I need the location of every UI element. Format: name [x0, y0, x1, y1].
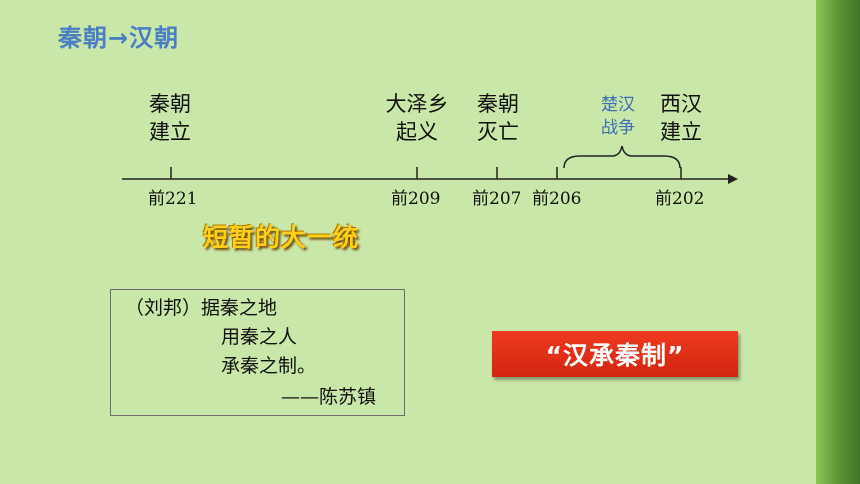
year-label: 前206 [532, 189, 582, 209]
event-line: 灭亡 [477, 120, 519, 144]
curly-brace-icon [563, 145, 681, 169]
war-line: 战争 [601, 118, 635, 138]
war-line: 楚汉 [601, 95, 635, 115]
quote-box: （刘邦）据秦之地 用秦之人 承秦之制。 ——陈苏镇 [110, 289, 405, 416]
quote-author: ——陈苏镇 [281, 386, 377, 408]
event-qin-fall: 秦朝 灭亡 [453, 90, 543, 146]
decorative-side-band [816, 0, 860, 484]
quote-line: （刘邦）据秦之地 [125, 297, 278, 319]
year-label: 前207 [472, 189, 522, 209]
short-unification-highlight: 短暂的大一统 [203, 223, 360, 252]
quote-line: 用秦之人 [221, 326, 298, 348]
event-line: 大泽乡 [385, 92, 449, 116]
axis-arrow-icon [728, 174, 738, 184]
quote-line: 承秦之制。 [221, 355, 317, 377]
event-line: 秦朝 [149, 92, 191, 116]
event-line: 建立 [149, 120, 191, 144]
year-label: 前209 [391, 189, 441, 209]
event-qin-founded: 秦朝 建立 [125, 90, 215, 146]
year-label: 前202 [655, 189, 705, 209]
han-inherits-qin-banner: “汉承秦制” [492, 331, 738, 377]
page-title: 秦朝→汉朝 [58, 24, 180, 52]
year-label: 前221 [148, 189, 198, 209]
event-dazexiang-uprising: 大泽乡 起义 [372, 90, 462, 146]
event-line: 西汉 [660, 92, 702, 116]
event-line: 起义 [396, 120, 438, 144]
event-line: 建立 [660, 120, 702, 144]
chu-han-war-label: 楚汉 战争 [588, 94, 648, 140]
event-western-han-founded: 西汉 建立 [636, 90, 726, 146]
event-line: 秦朝 [477, 92, 519, 116]
